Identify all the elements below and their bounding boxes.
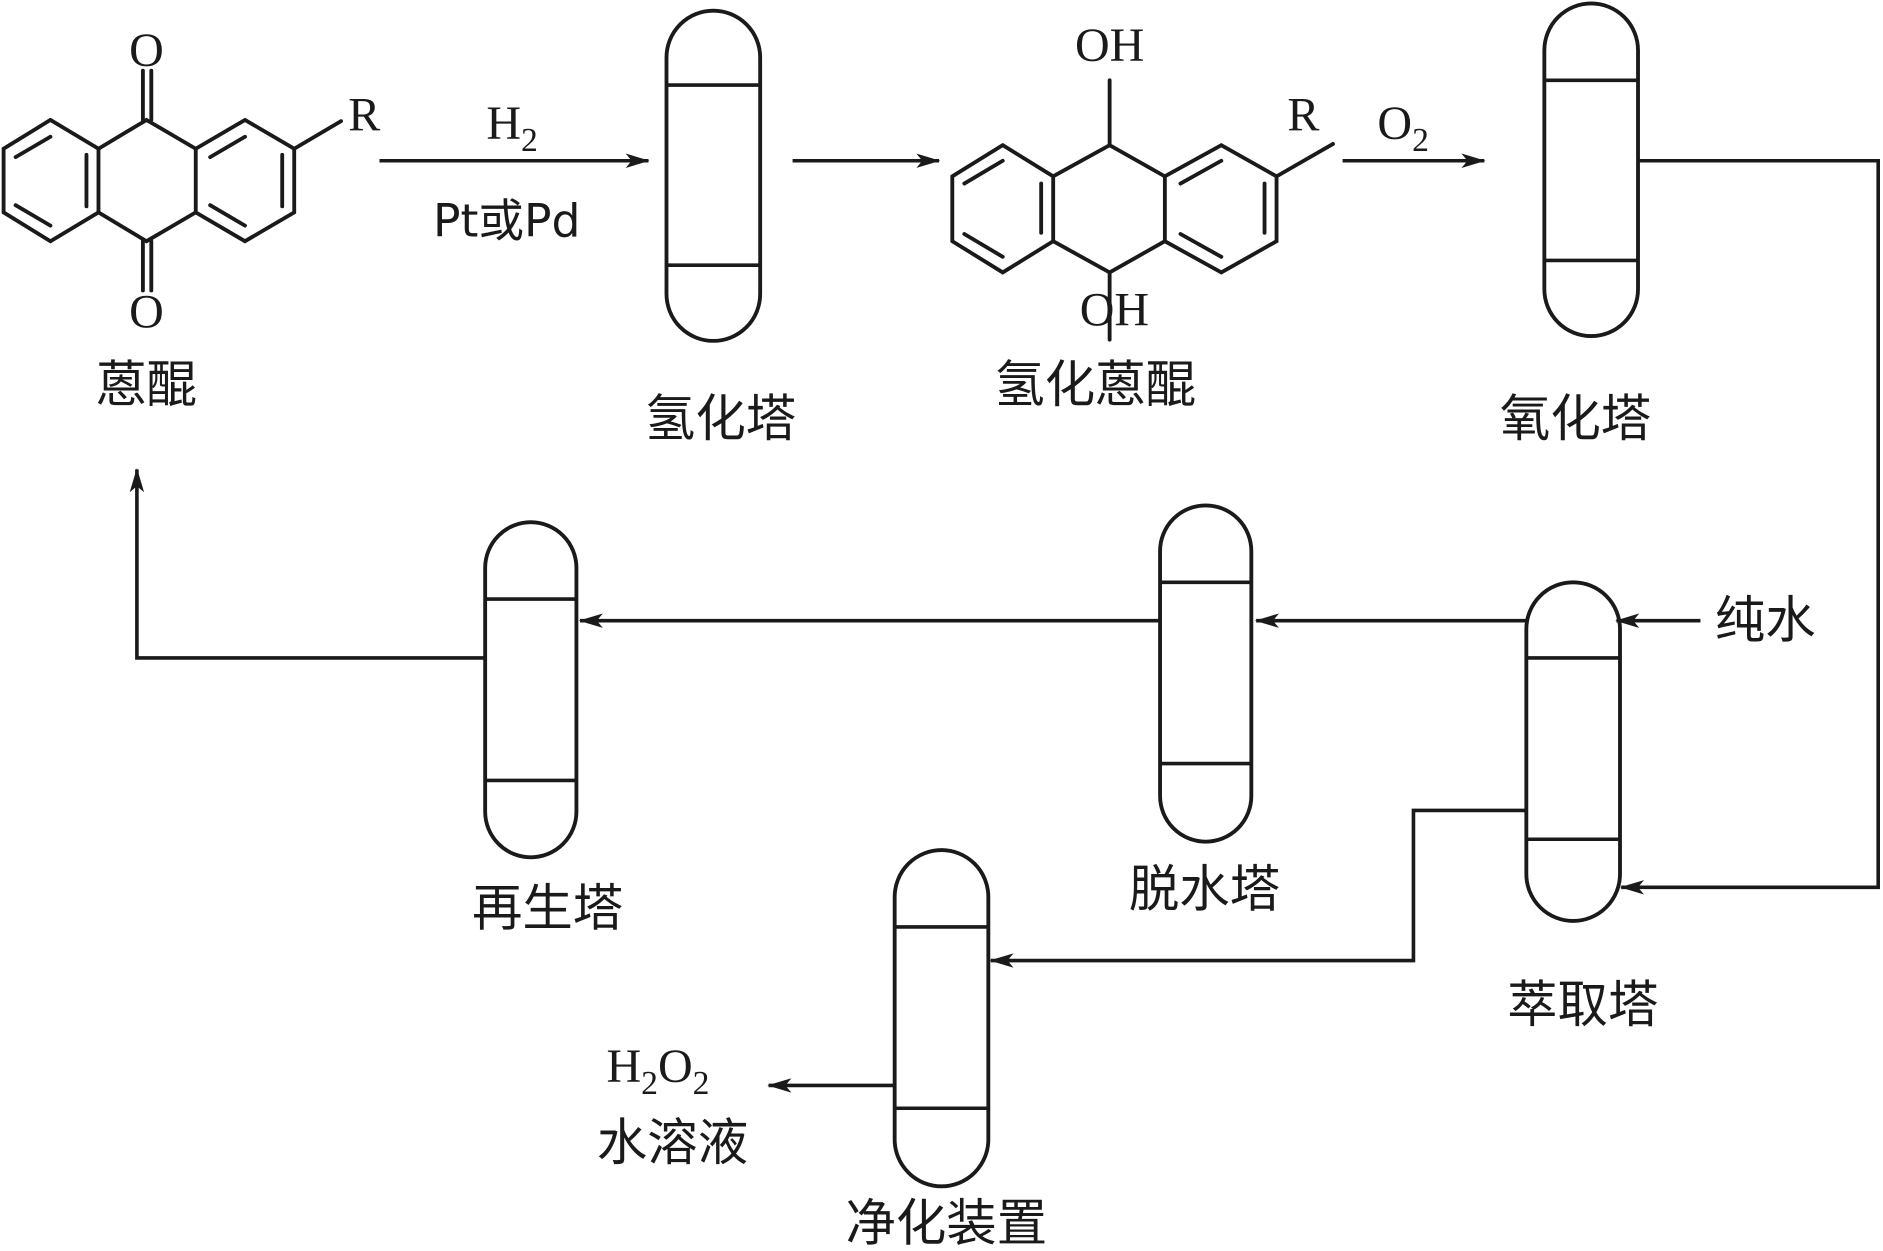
regeneration-column-label: 再生塔 (472, 879, 623, 938)
reagent-o2-label: O2 (1377, 97, 1429, 159)
anthraquinone-structure (1, 68, 343, 293)
hydrogenation-column-label: 氢化塔 (645, 389, 796, 448)
purification-unit-label: 净化装置 (845, 1193, 1047, 1251)
product-label: 水溶液 (597, 1113, 748, 1172)
substituent-r2-label: R (1287, 89, 1319, 142)
hydrogenation-column (664, 8, 763, 343)
hydroxyl-bottom-label: OH (1080, 283, 1149, 336)
regeneration-column (483, 520, 579, 860)
substituent-r-label: R (348, 89, 380, 142)
pipe-oxidation-to-extraction (1620, 158, 1880, 895)
pure-water-label: 纯水 (1715, 591, 1816, 650)
oxidation-column (1542, 1, 1640, 339)
product-formula: H2O2 (606, 1040, 709, 1102)
dehydration-column-label: 脱水塔 (1129, 860, 1280, 919)
hydroanthraquinone-name: 氢化蒽醌 (994, 355, 1196, 414)
pipe-extraction-to-purification (989, 808, 1527, 968)
extraction-column (1524, 580, 1622, 923)
dehydration-column (1158, 503, 1254, 844)
extraction-column-label: 萃取塔 (1507, 975, 1658, 1034)
catalyst-label: Pt或Pd (433, 194, 581, 247)
anthraquinone-name: 蒽醌 (96, 355, 197, 414)
hydroxyl-top-label: OH (1075, 19, 1144, 72)
oxygen-top-label: O (129, 24, 164, 77)
oxidation-column-label: 氧化塔 (1500, 389, 1651, 448)
pipe-regeneration-to-anthraquinone (129, 468, 486, 660)
oxygen-bottom-label: O (129, 286, 164, 339)
hydroanthraquinone-rings (950, 78, 1335, 342)
purification-column (892, 848, 991, 1189)
reagent-h2-label: H2 (486, 97, 538, 159)
